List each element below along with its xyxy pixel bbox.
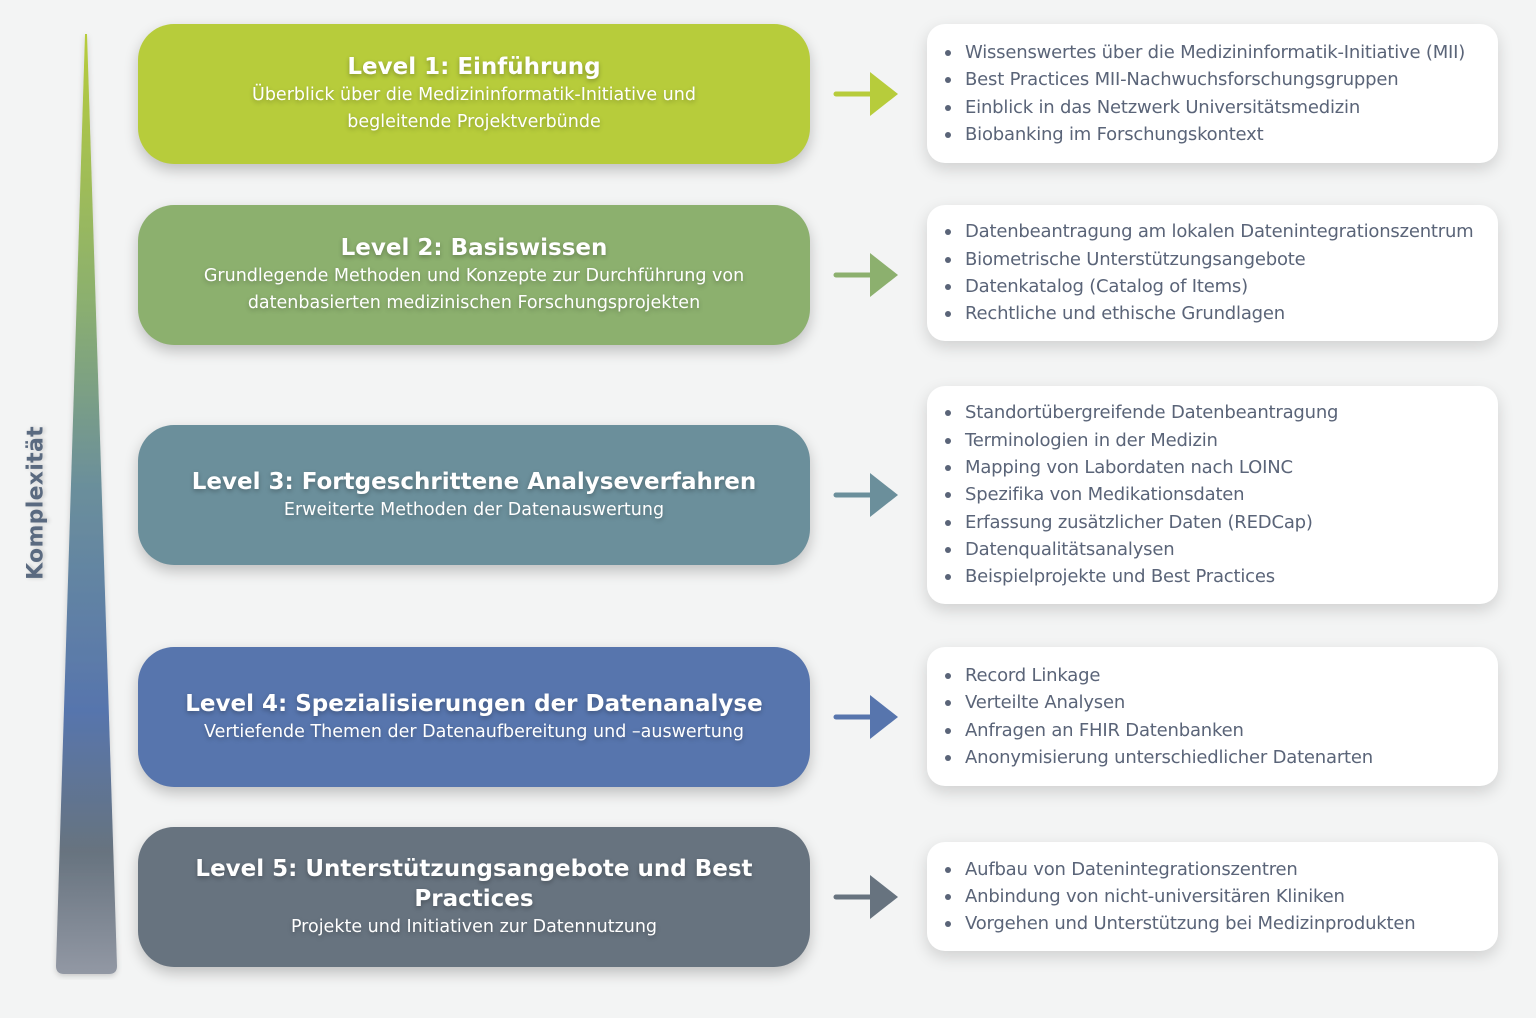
level-1-box: Level 1: Einführung Überblick über die M… xyxy=(138,24,810,164)
level-3-title: Level 3: Fortgeschrittene Analyseverfahr… xyxy=(191,468,757,495)
complexity-axis-label: Komplexität xyxy=(23,426,49,580)
topic-item: Datenqualitätsanalysen xyxy=(943,536,1488,563)
topic-item: Standortübergreifende Datenbeantragung xyxy=(943,399,1488,426)
level-4-topics-panel: Record Linkage Verteilte Analysen Anfrag… xyxy=(927,647,1498,786)
topic-item: Datenkatalog (Catalog of Items) xyxy=(943,273,1488,300)
level-1-topics-panel: Wissenswertes über die Medizininformatik… xyxy=(927,24,1498,163)
topic-item: Beispielprojekte und Best Practices xyxy=(943,563,1488,590)
arrow-right-icon xyxy=(833,473,898,517)
level-5-title: Level 5: Unterstützungsangebote und Best… xyxy=(195,855,753,912)
topic-item: Verteilte Analysen xyxy=(943,689,1488,716)
topic-item: Erfassung zusätzlicher Daten (REDCap) xyxy=(943,509,1488,536)
topic-item: Vorgehen und Unterstützung bei Medizinpr… xyxy=(943,910,1488,937)
level-2-title: Level 2: Basiswissen xyxy=(340,235,608,261)
level-2-box: Level 2: Basiswissen Grundlegende Method… xyxy=(138,205,810,345)
level-3-topics-panel: Standortübergreifende Datenbeantragung T… xyxy=(927,386,1498,604)
level-3-subtitle: Erweiterte Methoden der Datenauswertung xyxy=(283,499,665,520)
topic-item: Mapping von Labordaten nach LOINC xyxy=(943,454,1488,481)
arrow-right-icon xyxy=(833,72,898,116)
level-4-title: Level 4: Spezialisierungen der Datenanal… xyxy=(185,690,763,717)
level-5-topics-panel: Aufbau von Datenintegrationszentren Anbi… xyxy=(927,842,1498,951)
level-1-title: Level 1: Einführung xyxy=(347,54,601,80)
topic-item: Biobanking im Forschungskontext xyxy=(943,121,1488,148)
level-2-topics-panel: Datenbeantragung am lokalen Datenintegra… xyxy=(927,205,1498,341)
level-1-subtitle: Überblick über die Medizininformatik-Ini… xyxy=(252,85,696,132)
topic-item: Best Practices MII-Nachwuchsforschungsgr… xyxy=(943,66,1488,93)
level-3-box: Level 3: Fortgeschrittene Analyseverfahr… xyxy=(138,425,810,565)
topic-item: Spezifika von Medikationsdaten xyxy=(943,481,1488,508)
topic-item: Anonymisierung unterschiedlicher Datenar… xyxy=(943,744,1488,771)
level-2-subtitle: Grundlegende Methoden und Konzepte zur D… xyxy=(203,266,745,313)
level-4-box: Level 4: Spezialisierungen der Datenanal… xyxy=(138,647,810,787)
topic-item: Record Linkage xyxy=(943,662,1488,689)
level-5-box: Level 5: Unterstützungsangebote und Best… xyxy=(138,827,810,967)
topic-item: Einblick in das Netzwerk Universitätsmed… xyxy=(943,94,1488,121)
arrow-right-icon xyxy=(833,253,898,297)
topic-item: Anbindung von nicht-universitären Klinik… xyxy=(943,883,1488,910)
topic-item: Wissenswertes über die Medizininformatik… xyxy=(943,39,1488,66)
arrow-right-icon xyxy=(833,695,898,739)
topic-item: Anfragen an FHIR Datenbanken xyxy=(943,717,1488,744)
level-4-subtitle: Vertiefende Themen der Datenaufbereitung… xyxy=(203,721,745,742)
topic-item: Biometrische Unterstützungsangebote xyxy=(943,246,1488,273)
complexity-wedge xyxy=(56,34,117,974)
topic-item: Terminologien in der Medizin xyxy=(943,427,1488,454)
arrow-right-icon xyxy=(833,875,898,919)
topic-item: Datenbeantragung am lokalen Datenintegra… xyxy=(943,218,1488,245)
topic-item: Rechtliche und ethische Grundlagen xyxy=(943,300,1488,327)
topic-item: Aufbau von Datenintegrationszentren xyxy=(943,856,1488,883)
level-5-subtitle: Projekte und Initiativen zur Datennutzun… xyxy=(290,916,658,937)
